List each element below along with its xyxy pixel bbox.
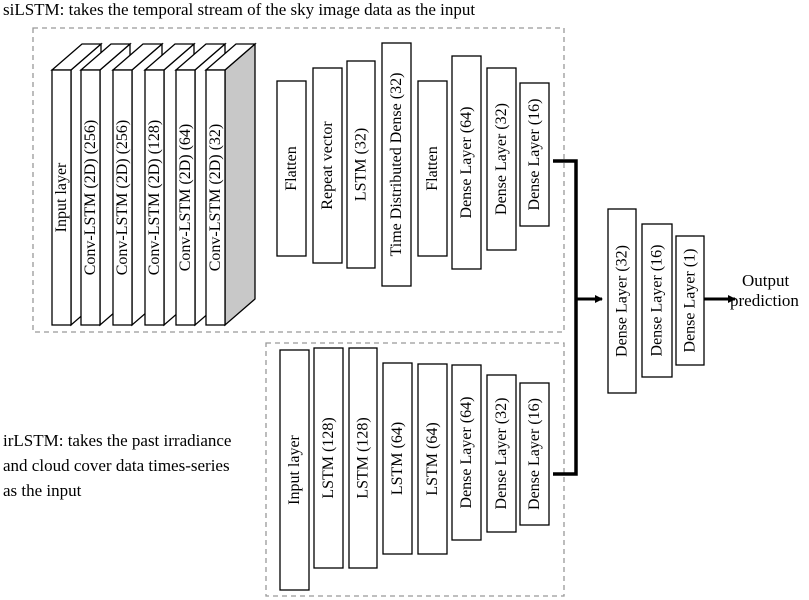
layer-label: Flatten [424,146,441,190]
output-label-line2: prediction [730,291,799,310]
layer-label: Dense Layer (1) [682,249,699,353]
layer-box [451,364,482,541]
silstm-conv-stack: Input layer Conv-LSTM (2D) (256) Conv-LSTM… [50,42,257,327]
layer-box [451,55,482,270]
connectors [553,159,578,476]
layer-box [348,347,378,569]
layer-label: Dense Layer (32) [493,103,510,215]
irlstm-caption-line: irLSTM: takes the past irradiance [3,431,232,450]
irlstm-dense-layer-16: Dense Layer (16) [519,382,550,526]
irlstm-container [265,342,565,597]
layer-label: LSTM (128) [355,417,372,498]
layer-box [381,42,412,287]
layer-box [312,67,343,264]
output-label-line1: Output [742,271,790,290]
irlstm-lstm-64: LSTM (64) [417,363,448,555]
merged-dense-layer-16: Dense Layer (16) [641,223,673,378]
irlstm-connector [553,299,578,476]
layer-label: Dense Layer (64) [458,397,475,509]
silstm-lstm-32: LSTM (32) [346,60,376,269]
silstm-dense-layer-16: Dense Layer (16) [519,82,550,227]
layer-box [486,374,517,533]
irlstm-dense-layer-64: Dense Layer (64) [451,364,482,541]
conv-block-front [205,69,226,326]
label-conv-lstm-2d-128: Conv-LSTM (2D) (128) [146,120,163,276]
layer-box [417,80,448,257]
layer-box [417,363,448,555]
conv-block-front [80,69,101,326]
layer-label: LSTM (32) [353,128,370,201]
label-input-layer: Input layer [53,162,70,232]
irlstm-layer-stack: Input layer LSTM (128) LSTM (128) LSTM (64)… [279,347,550,591]
layer-box [519,382,550,526]
irlstm-caption: irLSTM: takes the past irradiance and cl… [3,428,231,503]
layer-label: Dense Layer (64) [458,107,475,219]
silstm-dense-layer-32: Dense Layer (32) [486,67,517,251]
layer-label: LSTM (64) [424,422,441,495]
silstm-repeat-vector: Repeat vector [312,67,343,264]
silstm-time-distributed-dense-32: Time Distributed Dense (32) [381,42,412,287]
layer-box [519,82,550,227]
layer-box [346,60,376,269]
silstm-dense-layer-64: Dense Layer (64) [451,55,482,270]
layer-label: Time Distributed Dense (32) [388,73,405,257]
irlstm-caption-line: as the input [3,481,82,500]
label-conv-lstm-2d-256: Conv-LSTM (2D) (256) [82,120,99,276]
layer-box [382,362,413,555]
label-conv-lstm-2d-256: Conv-LSTM (2D) (256) [114,120,131,276]
silstm-layer-stack: Flatten Repeat vector LSTM (32) Time Distri… [276,42,550,287]
label-conv-lstm-2d-64: Conv-LSTM (2D) (64) [177,124,194,272]
irlstm-input-layer: Input layer [279,349,310,591]
conv-block-front [112,69,133,326]
layer-label: Dense Layer (16) [526,398,543,510]
silstm-flatten: Flatten [276,80,307,257]
conv-block-5: Conv-LSTM (2D) (32) [204,42,257,327]
layer-box [607,208,637,394]
silstm-connector [553,159,578,299]
merged-dense-layer-1: Dense Layer (1) [675,235,705,366]
silstm-flatten: Flatten [417,80,448,257]
conv-block-front [175,69,196,326]
conv-block-side [224,42,256,327]
layer-box [276,80,307,257]
layer-label: LSTM (128) [320,417,337,498]
merged-dense-layer-32: Dense Layer (32) [607,208,637,394]
irlstm-dense-layer-32: Dense Layer (32) [486,374,517,533]
layer-box [641,223,673,378]
layer-label: Input layer [286,434,303,504]
layer-label: Flatten [283,146,300,190]
layer-label: Dense Layer (32) [614,245,631,357]
layer-label: Dense Layer (32) [493,398,510,510]
layer-label: Dense Layer (16) [649,245,666,357]
silstm-container [32,27,565,333]
conv-block-front [144,69,165,326]
conv-block-front [51,69,72,326]
layer-label: Repeat vector [319,121,336,210]
layer-box [279,349,310,591]
label-conv-lstm-2d-32: Conv-LSTM (2D) (32) [207,124,224,272]
silstm-caption: siLSTM: takes the temporal stream of the… [3,0,475,19]
irlstm-caption-line: and cloud cover data times-series [3,456,230,475]
layer-label: LSTM (64) [389,422,406,495]
merged-layer-stack: Dense Layer (32) Dense Layer (16) Dense La… [607,208,705,394]
irlstm-lstm-128: LSTM (128) [348,347,378,569]
irlstm-lstm-64: LSTM (64) [382,362,413,555]
layer-box [486,67,517,251]
layer-label: Dense Layer (16) [526,99,543,211]
layer-box [313,347,344,569]
irlstm-lstm-128: LSTM (128) [313,347,344,569]
